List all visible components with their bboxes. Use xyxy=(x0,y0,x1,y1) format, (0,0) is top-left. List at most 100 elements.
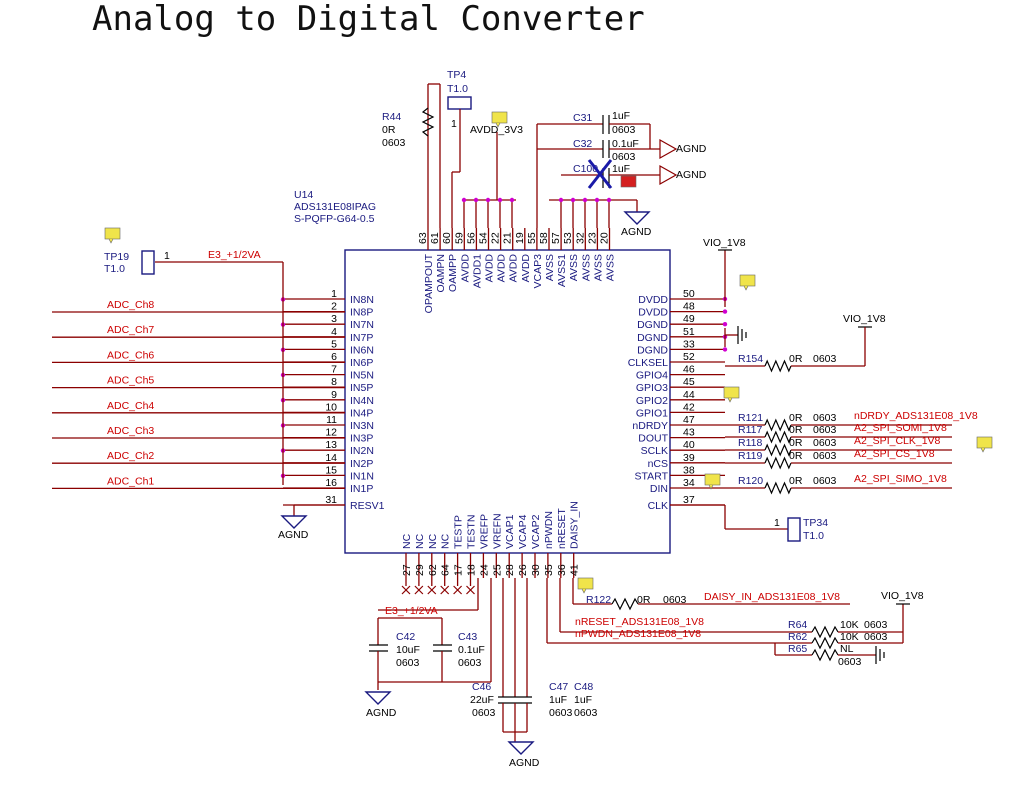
pin-number-11: 11 xyxy=(326,414,337,426)
pin-name-56: AVDD1 xyxy=(471,254,483,288)
note-icon[interactable] xyxy=(620,175,637,188)
resistor-net-label: A2_SPI_CLK_1V8 xyxy=(854,435,941,447)
pin-number-42: 42 xyxy=(683,401,695,413)
junction-dot xyxy=(722,322,728,327)
resistor-ref: R120 xyxy=(738,475,763,487)
note-icon[interactable] xyxy=(739,274,756,291)
resistor-ref: R118 xyxy=(738,437,762,449)
resistor-ref: R119 xyxy=(738,450,762,462)
vio-label-top: VIO_1V8 xyxy=(703,237,746,249)
r64-ref: R64 xyxy=(788,619,807,631)
no-connect-mark xyxy=(440,585,450,595)
pin-name-10: IN4P xyxy=(350,407,373,419)
pin-name-34: DIN xyxy=(650,483,668,495)
pin-number-8: 8 xyxy=(331,376,337,388)
resistor-zigzag xyxy=(764,418,792,432)
pin-number-50: 50 xyxy=(683,288,695,300)
pin-number-59: 59 xyxy=(453,232,465,244)
pin-name-60: OAMPP xyxy=(447,254,459,292)
pin-name-5: IN6N xyxy=(350,344,374,356)
resistor-zigzag xyxy=(764,443,792,457)
adc-net-label: ADC_Ch3 xyxy=(107,425,154,437)
pin-name-31: RESV1 xyxy=(350,500,385,512)
pin-name-9: IN4N xyxy=(350,395,374,407)
pin-number-25: 25 xyxy=(491,564,503,576)
resistor-package: 0603 xyxy=(813,353,837,365)
pin-name-21: AVDD xyxy=(508,254,520,283)
pin-name-59: AVDD xyxy=(459,254,471,283)
pin-name-18: TESTN xyxy=(466,515,478,549)
resistor-ref: R121 xyxy=(738,412,763,424)
note-icon[interactable] xyxy=(976,436,993,453)
c32-ref: C32 xyxy=(573,138,592,150)
tp19-value: T1.0 xyxy=(104,263,125,275)
dgnd-symbol-bottom xyxy=(875,646,885,664)
c31-package: 0603 xyxy=(612,124,636,136)
pin-name-32: AVSS xyxy=(580,254,592,281)
pin-number-63: 63 xyxy=(417,232,429,244)
no-connect-mark xyxy=(466,585,475,595)
r122-package: 0603 xyxy=(663,594,687,606)
pin-number-18: 18 xyxy=(466,564,478,576)
c100-value: 1uF xyxy=(612,163,630,175)
c46-value: 22uF xyxy=(470,694,494,706)
npwdn-label: nPWDN_ADS131E08_1V8 xyxy=(575,628,701,640)
pin-name-44: GPIO2 xyxy=(636,395,668,407)
pin-number-34: 34 xyxy=(683,477,695,489)
note-icon[interactable] xyxy=(723,386,740,403)
r44-package: 0603 xyxy=(382,137,406,149)
note-icon[interactable] xyxy=(104,227,121,244)
pin-name-12: IN3P xyxy=(350,433,373,445)
pin-name-4: IN7P xyxy=(350,332,373,344)
pin-name-30: VCAP2 xyxy=(530,514,542,549)
resistor-ref: R117 xyxy=(738,424,762,436)
c43-value: 0.1uF xyxy=(458,644,485,656)
pin-number-17: 17 xyxy=(453,564,465,576)
ic-body xyxy=(344,249,671,554)
no-connect-mark xyxy=(453,585,463,595)
resistor-net-label: A2_SPI_SIMO_1V8 xyxy=(854,473,947,485)
pin-number-23: 23 xyxy=(586,232,598,244)
resistor-package: 0603 xyxy=(813,424,837,436)
junction-dot xyxy=(582,197,588,203)
adc-net-label: ADC_Ch8 xyxy=(107,299,154,311)
pin-number-27: 27 xyxy=(401,564,413,576)
junction-dot xyxy=(473,197,479,203)
agnd-symbol-left xyxy=(280,515,308,529)
pin-name-11: IN3N xyxy=(350,420,374,432)
pin-name-55: VCAP3 xyxy=(532,254,544,289)
nreset-label: nRESET_ADS131E08_1V8 xyxy=(575,616,704,628)
resistor-ref: R154 xyxy=(738,353,763,365)
agnd-symbol-top xyxy=(623,211,651,225)
pin-name-50: DVDD xyxy=(638,294,668,306)
c47-value: 1uF xyxy=(549,694,567,706)
r64-zigzag xyxy=(811,625,839,639)
agnd-arrow-2 xyxy=(659,164,678,186)
c42-package: 0603 xyxy=(396,657,420,669)
note-icon[interactable] xyxy=(577,577,594,594)
r62-zigzag xyxy=(811,636,839,650)
pin-name-61: OAMPN xyxy=(435,254,447,293)
pin-name-24: VREFP xyxy=(478,514,490,549)
pin-name-41: DAISY_IN xyxy=(569,501,581,549)
pin-number-36: 36 xyxy=(556,564,568,576)
c43-package: 0603 xyxy=(458,657,482,669)
pin-number-33: 33 xyxy=(683,338,695,350)
pin-number-51: 51 xyxy=(683,326,695,338)
r65-ref: R65 xyxy=(788,643,807,655)
resistor-value: 0R xyxy=(789,475,803,487)
tp34-value: T1.0 xyxy=(803,530,824,542)
pin-number-38: 38 xyxy=(683,464,695,476)
dnp-cross-icon xyxy=(587,159,613,189)
pin-number-56: 56 xyxy=(465,232,477,244)
resistor-net-label: A2_SPI_SOMI_1V8 xyxy=(854,422,947,434)
no-connect-mark xyxy=(427,585,437,595)
c48-value: 1uF xyxy=(574,694,592,706)
pin-name-23: AVSS xyxy=(592,254,604,281)
note-icon[interactable] xyxy=(491,111,508,128)
resistor-zigzag xyxy=(764,456,792,470)
note-icon[interactable] xyxy=(704,473,721,490)
tp19-body xyxy=(141,250,155,275)
agnd-label-top: AGND xyxy=(621,226,652,238)
